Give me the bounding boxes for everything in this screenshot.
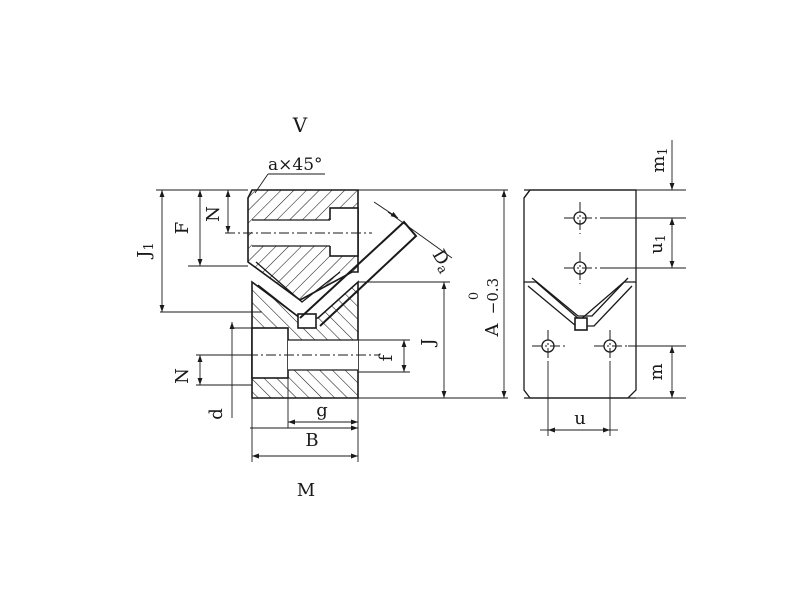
dim-f-lower-label: f [376, 353, 397, 361]
drawing-title: V [292, 113, 308, 137]
hole-lower-2 [594, 330, 628, 362]
hole-upper-1 [564, 202, 600, 234]
dim-m1-label: m1 [648, 147, 671, 172]
v-groove-insert [255, 261, 341, 303]
v-notch [297, 313, 317, 329]
upper-bolt-hole [329, 207, 359, 257]
hole-upper-2 [564, 252, 600, 284]
lower-counterbore [251, 327, 289, 379]
dim-n-top-label: N [203, 206, 224, 222]
dim-n-bottom-label: N [172, 368, 193, 384]
dim-a-label: A [482, 323, 503, 338]
dim-m-height-label: m [646, 363, 667, 380]
dim-f-upper-label: F [172, 222, 193, 235]
chamfer-leader [254, 173, 269, 194]
dim-u-label: u [574, 408, 586, 429]
dim-m-width-label: M [297, 480, 315, 501]
dim-da-label: Da [426, 246, 457, 277]
dim-d-label: d [206, 408, 227, 420]
section-view: a×45° Da N F J1 N d [134, 155, 508, 501]
hole-lower-1 [532, 330, 566, 362]
dim-a-tolerance-lower: −0.3 [484, 278, 502, 314]
side-v-notch [574, 317, 588, 331]
dim-a-tolerance-upper: 0 [467, 292, 482, 300]
cylinder-da [299, 220, 418, 327]
dim-u1-label: u1 [646, 234, 669, 254]
dim-j-label: J [418, 338, 439, 347]
chamfer-label: a×45° [268, 155, 323, 175]
dim-g-label: g [316, 400, 328, 421]
side-view: m1 u1 m u [523, 140, 686, 436]
dim-b-label: B [305, 430, 318, 451]
dim-j1-label: J1 [134, 242, 157, 260]
